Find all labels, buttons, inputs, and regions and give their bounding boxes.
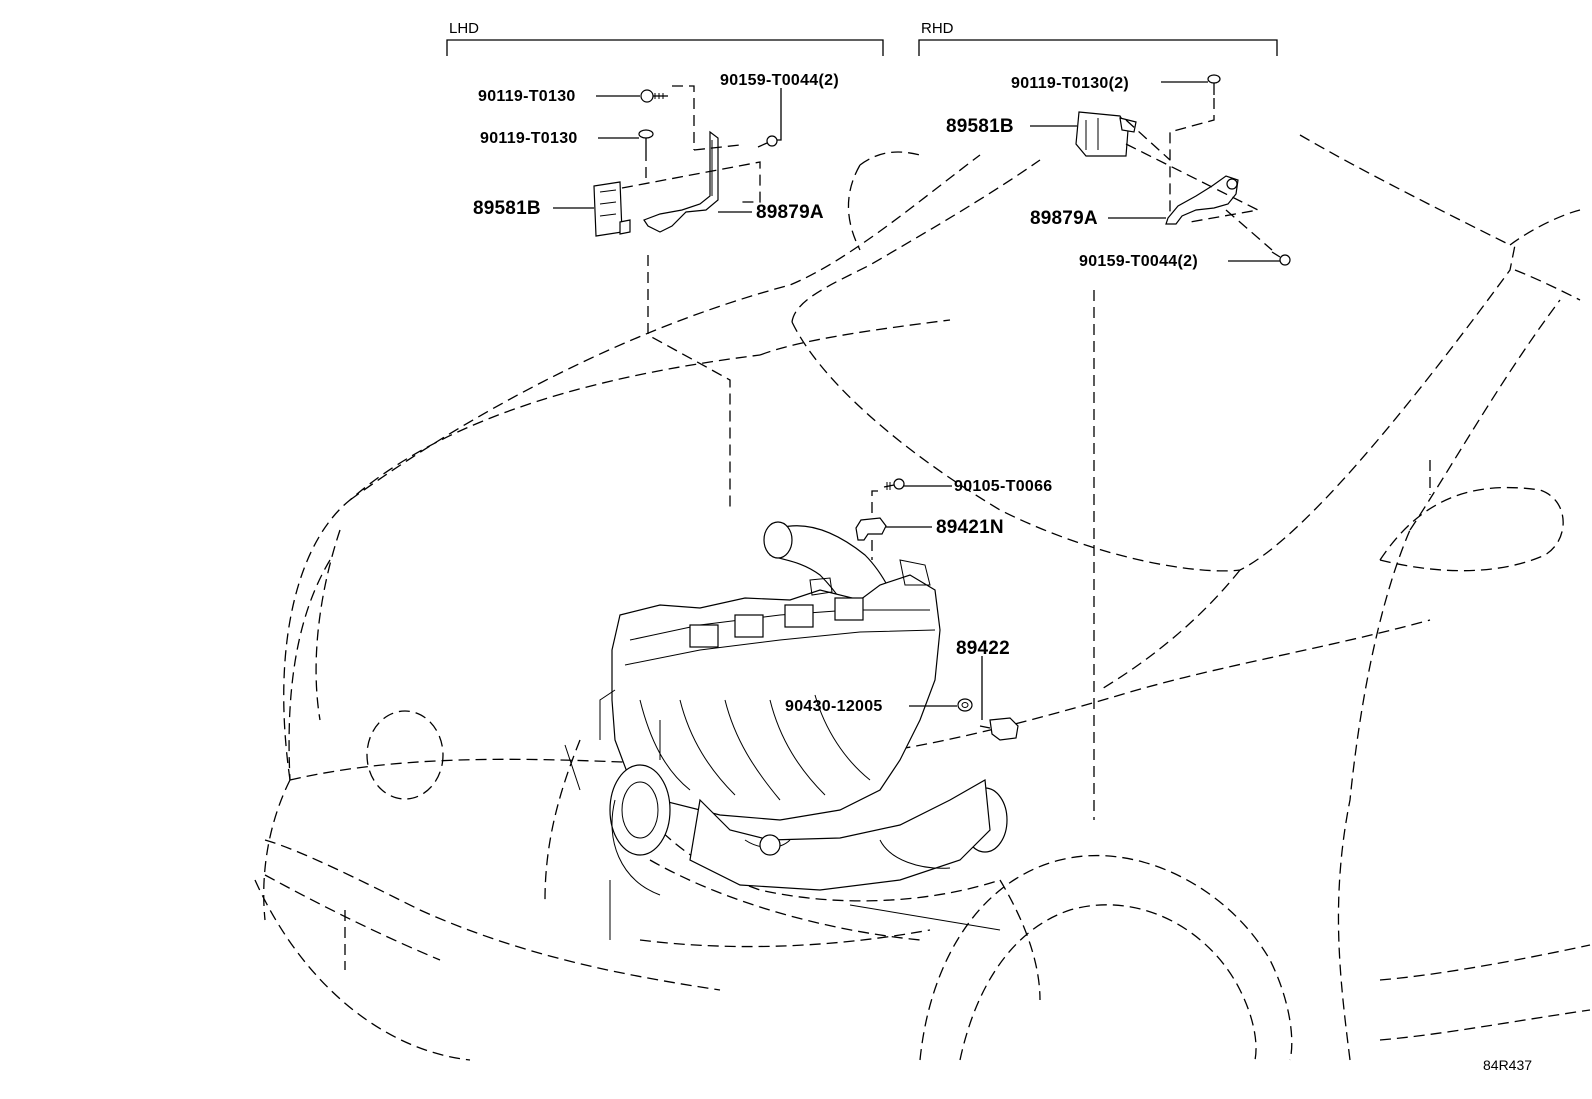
rhd-bracket-icon (1165, 175, 1239, 225)
label-lhd-bolt-upper: 90119-T0130 (478, 88, 576, 105)
label-engine-bolt: 90105-T0066 (954, 478, 1053, 495)
lhd-section-label: LHD (449, 20, 479, 37)
lhd-sensor-icon (593, 181, 631, 237)
rhd-parts (1075, 74, 1291, 266)
lhd-bolt-lower-icon (638, 129, 654, 150)
label-gasket: 90430-12005 (785, 698, 883, 715)
lhd-parts (593, 85, 778, 237)
engine-parts (855, 478, 1019, 741)
lhd-bracket-icon (643, 130, 719, 233)
lhd-bolt-upper-icon (640, 89, 668, 103)
rhd-section-label: RHD (921, 20, 954, 37)
label-lhd-bracket: 89879A (756, 202, 824, 223)
rhd-section-bracket (918, 39, 1278, 56)
temp-sensor-icon (979, 717, 1019, 741)
label-rhd-screw: 90159-T0044(2) (1079, 253, 1198, 270)
label-rhd-sensor: 89581B (946, 116, 1014, 137)
label-rhd-bolt: 90119-T0130(2) (1011, 75, 1129, 92)
label-temp-sensor: 89422 (956, 638, 1010, 659)
lhd-screw-icon (757, 135, 778, 148)
engine-assembly (564, 521, 1008, 940)
lhd-section-bracket (446, 39, 884, 56)
vehicle-outline (254, 134, 1591, 1061)
leader-lines (553, 81, 1280, 720)
label-lhd-screw: 90159-T0044(2) (720, 72, 839, 89)
rhd-bolt-icon (1207, 74, 1221, 95)
engine-sensor-clip-icon (855, 517, 887, 541)
label-lhd-bolt-lower: 90119-T0130 (480, 130, 578, 147)
gasket-icon (957, 698, 973, 712)
rhd-screw-icon (1271, 251, 1291, 266)
label-engine-sensor-clip: 89421N (936, 517, 1004, 538)
label-lhd-sensor: 89581B (473, 198, 541, 219)
rhd-sensor-icon (1075, 111, 1137, 157)
engine-bolt-icon (883, 478, 905, 490)
reference-code: 84R437 (1483, 1057, 1532, 1073)
label-rhd-bracket: 89879A (1030, 208, 1098, 229)
